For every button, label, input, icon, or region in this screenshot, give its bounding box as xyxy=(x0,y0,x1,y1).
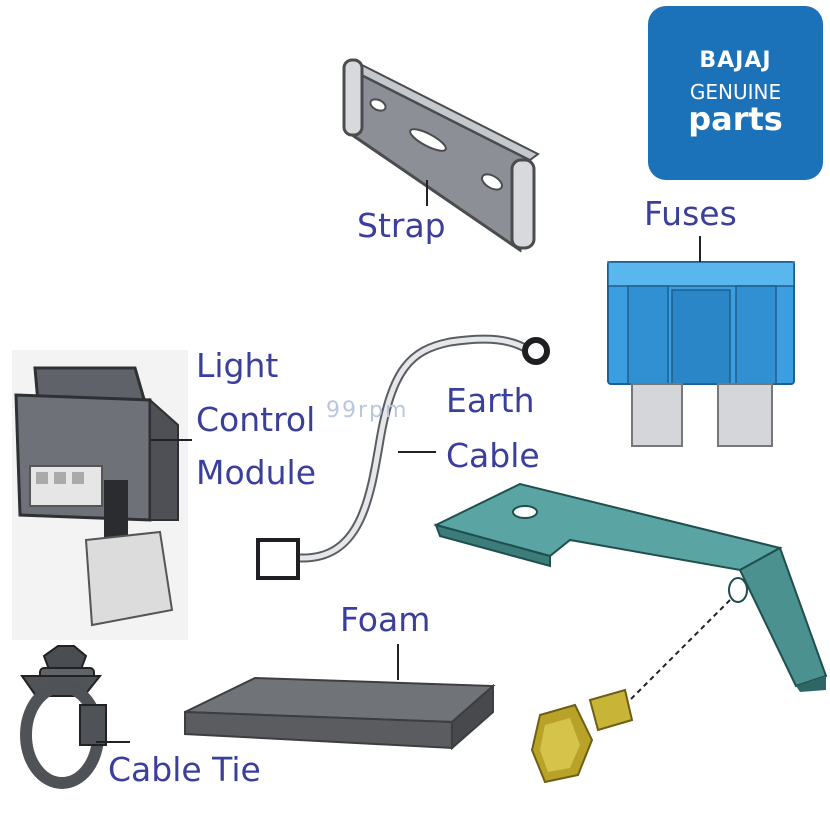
label-cable-tie: Cable Tie xyxy=(108,750,261,789)
logo-parts: parts xyxy=(688,100,783,138)
bajaj-genuine-parts-logo: BAJAJ GENUINE parts xyxy=(648,6,823,180)
label-control: Control xyxy=(196,400,316,439)
label-strap: Strap xyxy=(357,206,446,245)
cable-tie-image xyxy=(20,645,130,789)
label-cable: Cable xyxy=(446,436,540,475)
label-earth: Earth xyxy=(446,381,535,420)
watermark: 99rpm xyxy=(326,398,409,423)
foam-image xyxy=(184,644,496,751)
fuse-image xyxy=(607,236,795,447)
label-fuses: Fuses xyxy=(644,194,737,233)
bolt-image xyxy=(530,599,731,784)
label-module: Module xyxy=(196,453,316,492)
light-control-module-image xyxy=(12,350,192,640)
logo-brand: BAJAJ xyxy=(699,48,772,73)
earth-cable-image xyxy=(256,334,550,580)
label-light: Light xyxy=(196,346,279,385)
bracket-image xyxy=(433,482,828,692)
logo-genuine: GENUINE xyxy=(689,80,782,104)
label-foam: Foam xyxy=(340,600,431,639)
strap-image xyxy=(342,58,540,253)
